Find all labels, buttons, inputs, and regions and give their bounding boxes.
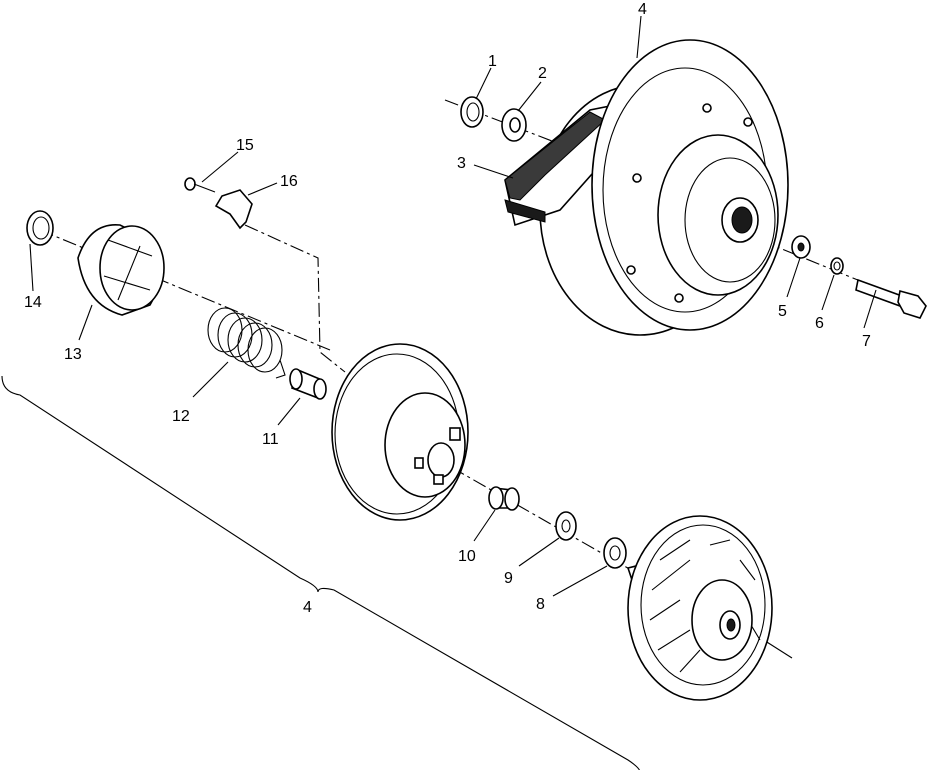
bolt-hole [674,293,684,303]
part-12-spring [207,307,286,379]
sheave-bore [427,442,455,478]
callout-14: 14 [24,294,42,311]
part-14-snap-ring [26,210,54,246]
callout-5: 5 [778,303,787,320]
callout-16: 16 [280,173,298,190]
part-9-washer [555,511,577,541]
belt-end [504,199,546,223]
bolt-shank [855,278,903,308]
sheave-hub [384,392,466,498]
callout-8: 8 [536,596,545,613]
callout-12: 12 [172,408,190,425]
callout-9: 9 [504,570,513,587]
driven-clutch-assembly [504,39,789,336]
bolt-hole [702,103,712,113]
part-13-cam [77,224,165,316]
moveable-sheave [331,343,469,521]
part-5-washer [791,235,811,259]
part-2-washer [501,108,527,142]
hub-slot [414,457,424,469]
hub-slot [449,427,461,441]
belt-texture [504,111,606,201]
callout-4-top: 4 [638,1,647,18]
leader-lines [29,15,877,597]
sheave-bore-center [726,618,736,632]
hub-slot [433,474,444,485]
callout-3: 3 [457,155,466,172]
bolt-head [897,289,927,319]
hub-bore-center [731,206,753,234]
sheave-hub [657,134,779,296]
part-15-pin [184,177,216,193]
callout-6: 6 [815,315,824,332]
callout-10: 10 [458,548,476,565]
part-1-ring [460,96,484,128]
sheave-rim [640,524,766,686]
bolt-hole [632,173,642,183]
assembly-bracket [1,375,640,770]
sheave-fins [649,539,761,673]
part-10-bushing [488,486,520,511]
callout-13: 13 [64,346,82,363]
fixed-sheave [626,515,773,701]
callout-2: 2 [538,65,547,82]
callout-labels: 1 2 3 4 5 6 7 8 9 10 11 12 13 14 15 16 4 [24,1,871,616]
bolt-hole [626,265,636,275]
callout-7: 7 [862,333,871,350]
callout-1: 1 [488,53,497,70]
part-8-washer [603,537,627,569]
hub-inner [684,157,776,283]
part-6-lockwasher [830,257,844,275]
part-11-bushing [289,368,327,400]
part-7-bolt [855,278,927,319]
callout-4-assembly: 4 [303,599,312,616]
callout-15: 15 [236,137,254,154]
callout-11: 11 [262,431,279,448]
part-16-shoe [214,189,253,230]
pin-axis [244,224,346,373]
bolt-hole [743,117,753,127]
